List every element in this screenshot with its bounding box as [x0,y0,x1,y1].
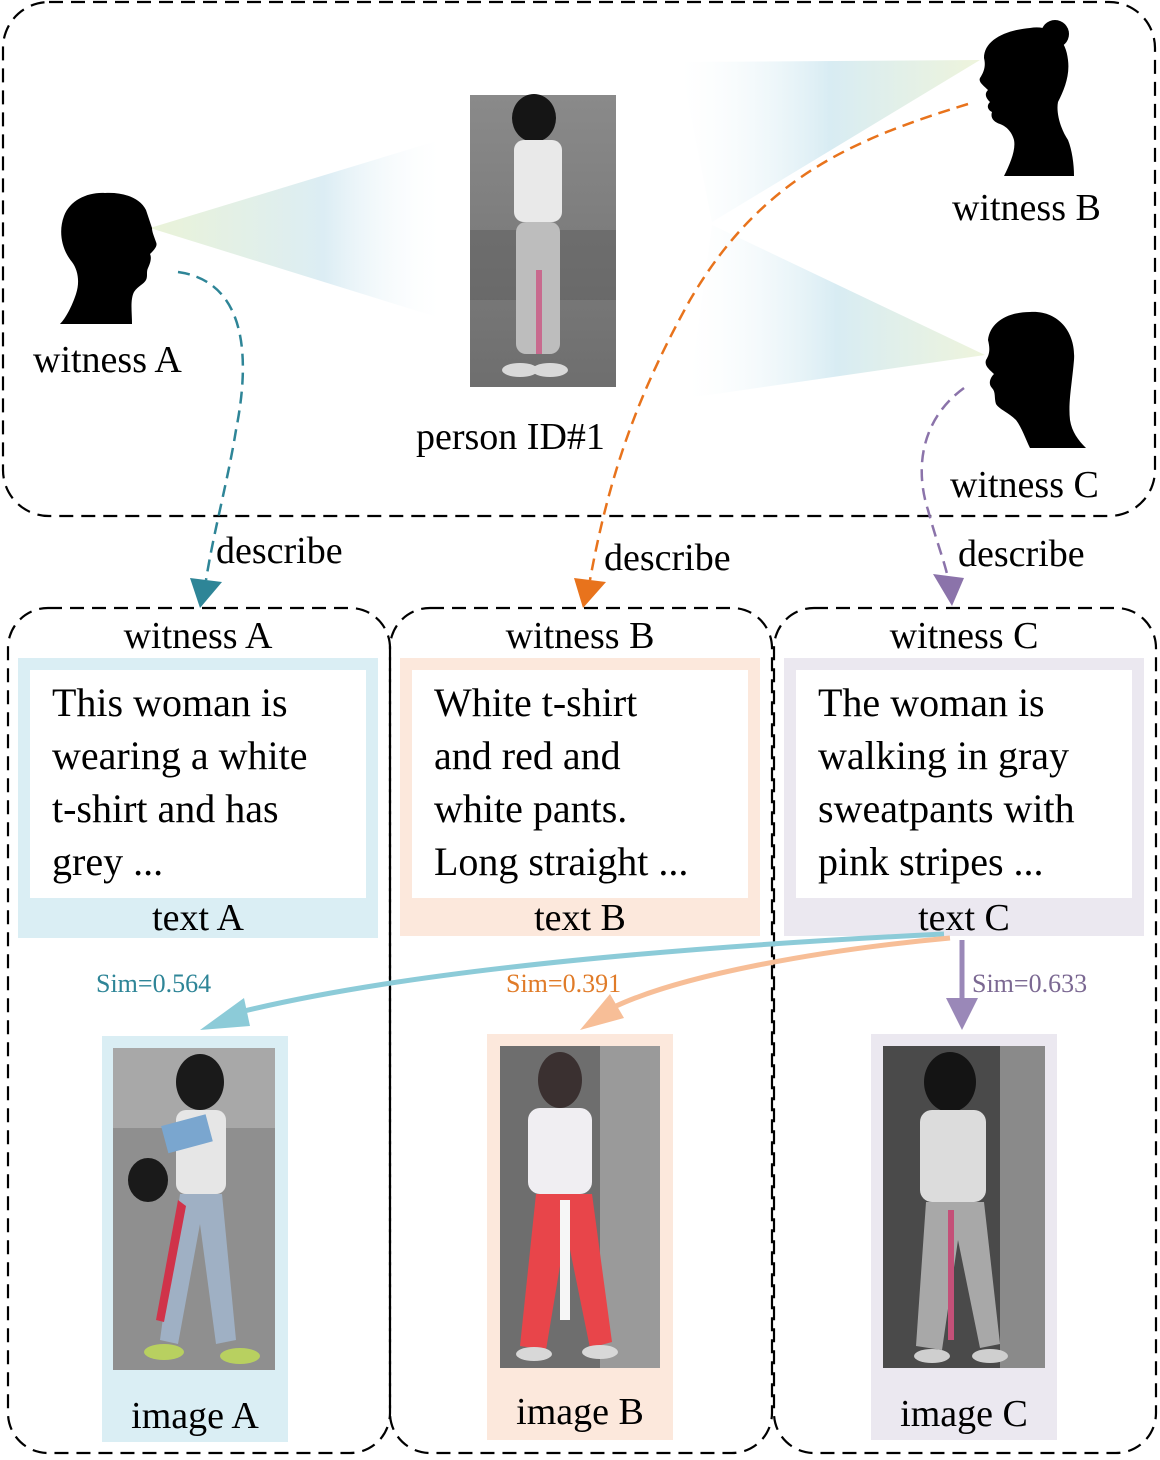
image-a-label: image A [131,1395,259,1437]
scene-frame [1,0,1157,518]
witness-b-label: witness B [952,187,1101,229]
describe-arrowhead-a [190,578,222,608]
text-b-label: text B [534,897,626,939]
sim-label-c: Sim=0.633 [972,969,1087,998]
text-b-line: White t-shirt [434,680,638,725]
witness-c-label: witness C [950,464,1099,506]
person-id-label: person ID#1 [416,416,605,458]
witness-c-silhouette-icon [985,311,1086,448]
witness-a-label: witness A [33,339,182,381]
text-a-line: t-shirt and has [52,786,279,831]
text-a-line: This woman is [52,680,288,725]
text-c-label: text C [918,897,1010,939]
text-c-line: sweatpants with [818,786,1075,831]
panel-c-header: witness C [890,615,1039,657]
panel-a-frame [6,606,392,1455]
image-b-photo [500,1046,660,1368]
describe-label-b: describe [604,537,731,579]
text-b-description: White t-shirt and red and white pants. L… [412,670,748,898]
witness-b-silhouette-icon [979,20,1074,176]
sim-arrow-b [610,935,951,1011]
sim-arrow-a [239,931,945,1015]
describe-arrowhead-c [933,574,964,606]
image-c-photo [883,1046,1045,1368]
view-beam-c [688,225,985,398]
text-a-line: grey ... [52,839,164,884]
view-beam-a [150,140,440,318]
sim-label-b: Sim=0.391 [506,969,621,998]
text-b-line: and red and [434,733,621,778]
text-a-line: wearing a white [52,733,308,778]
image-c-label: image C [900,1393,1028,1435]
sim-arrowhead-a [200,998,250,1030]
image-a-photo [113,1048,275,1370]
person-photo [470,94,616,387]
text-c-line: The woman is [818,680,1045,725]
text-c-description: The woman is walking in gray sweatpants … [796,670,1132,898]
describe-arrow-b [588,102,969,581]
text-c-line: walking in gray [818,733,1070,778]
describe-arrow-c [920,386,965,579]
text-c-line: pink stripes ... [818,839,1044,884]
sim-arrowhead-c [946,998,978,1030]
panel-b-frame [388,606,774,1455]
describe-arrow-a [177,270,245,581]
text-b-line: white pants. [434,786,628,831]
panel-a-header: witness A [124,615,273,657]
panel-b-header: witness B [506,615,655,657]
text-b-line: Long straight ... [434,839,689,884]
text-a-description: This woman is wearing a white t-shirt an… [30,670,366,898]
view-beam-b [680,60,980,222]
text-a-label: text A [152,897,244,939]
image-b-label: image B [516,1391,644,1433]
describe-arrowhead-b [574,578,606,608]
witness-a-silhouette-icon [60,192,157,324]
panel-c-frame [772,606,1158,1455]
describe-label-c: describe [958,533,1085,575]
sim-label-a: Sim=0.564 [96,969,211,998]
describe-label-a: describe [216,530,343,572]
sim-arrowhead-b [580,994,624,1030]
